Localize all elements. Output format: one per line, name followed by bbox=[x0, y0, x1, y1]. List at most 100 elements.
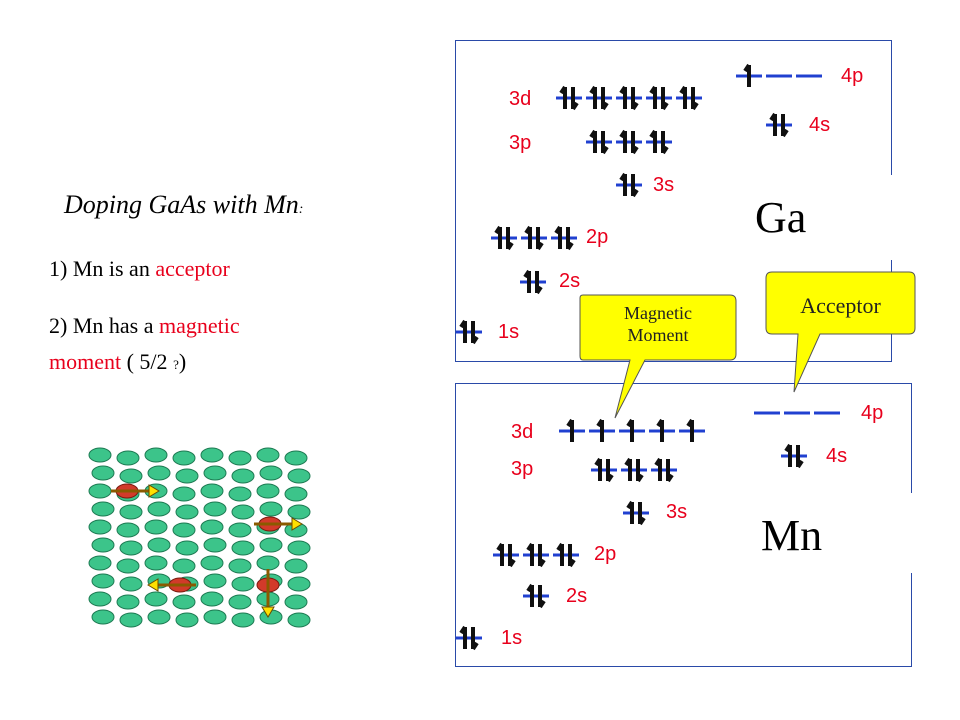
spin-down-arrow bbox=[661, 87, 669, 111]
ga-as-atom bbox=[200, 555, 224, 571]
spin-up-arrow bbox=[566, 418, 574, 442]
ga-as-atom bbox=[284, 450, 308, 466]
ga-as-atom bbox=[91, 501, 115, 517]
spin-down-arrow bbox=[661, 131, 669, 155]
spin-up-arrow bbox=[554, 225, 562, 249]
spin-down-arrow bbox=[601, 131, 609, 155]
spin-down-arrow bbox=[571, 87, 579, 111]
mn-label-area bbox=[745, 493, 915, 573]
crystal-lattice bbox=[88, 447, 311, 628]
1s-orbital-label: 1s bbox=[501, 627, 522, 649]
ga-as-atom bbox=[119, 576, 143, 592]
ga-element-label: Ga bbox=[755, 193, 807, 242]
callouts bbox=[579, 271, 916, 419]
spin-up-arrow bbox=[494, 225, 502, 249]
point-acceptor: 1) Mn is an acceptor bbox=[49, 256, 230, 281]
point-magnetic-line1: 2) Mn has a magnetic bbox=[49, 313, 240, 338]
spin-up-arrow bbox=[649, 85, 657, 109]
2p-orbital-label: 2p bbox=[586, 226, 608, 248]
spin-up-arrow bbox=[649, 129, 657, 153]
ga-as-atom bbox=[91, 573, 115, 589]
ga-as-atom bbox=[88, 519, 112, 535]
ga-as-atom bbox=[116, 450, 140, 466]
mn-element-label: Mn bbox=[761, 511, 823, 560]
spin-down-arrow bbox=[636, 459, 644, 483]
spin-down-arrow bbox=[691, 87, 699, 111]
spin-up-arrow bbox=[526, 583, 534, 607]
4p-orbital-label: 4p bbox=[841, 65, 863, 87]
magnetic-moment-callout bbox=[579, 294, 737, 419]
ga-as-atom bbox=[88, 483, 112, 499]
spin-up-arrow bbox=[686, 418, 694, 442]
1s-orbital-label: 1s bbox=[498, 321, 519, 343]
ga-as-atom bbox=[144, 591, 168, 607]
spin-up-arrow bbox=[654, 457, 662, 481]
ga-as-atom bbox=[175, 612, 199, 628]
ga-as-atom bbox=[91, 609, 115, 625]
2s-orbital-label: 2s bbox=[566, 585, 587, 607]
spin-down-arrow bbox=[631, 87, 639, 111]
spin-down-arrow bbox=[666, 459, 674, 483]
ga-as-atom bbox=[231, 612, 255, 628]
ga-as-atom bbox=[147, 501, 171, 517]
spin-arrowhead bbox=[291, 517, 303, 531]
ga-as-atom bbox=[88, 447, 112, 463]
spin-up-arrow bbox=[523, 269, 531, 293]
ga-as-atom bbox=[88, 591, 112, 607]
ga-as-atom bbox=[284, 558, 308, 574]
ga-as-atom bbox=[287, 612, 311, 628]
ga-as-atom bbox=[119, 540, 143, 556]
ga-as-atom bbox=[91, 537, 115, 553]
3p-orbital-label: 3p bbox=[509, 132, 531, 154]
ga-as-atom bbox=[203, 537, 227, 553]
ga-as-atom bbox=[172, 558, 196, 574]
ga-as-atom bbox=[147, 537, 171, 553]
spin-up-arrow bbox=[743, 63, 751, 87]
spin-down-arrow bbox=[631, 131, 639, 155]
ga-as-atom bbox=[175, 468, 199, 484]
ga-as-atom bbox=[147, 465, 171, 481]
ga-as-atom bbox=[228, 522, 252, 538]
ga-as-atom bbox=[231, 576, 255, 592]
spin-up-arrow bbox=[769, 112, 777, 136]
spin-down-arrow bbox=[536, 227, 544, 251]
ga-as-atom bbox=[172, 450, 196, 466]
ga-as-atom bbox=[203, 501, 227, 517]
spin-arrowhead bbox=[261, 606, 275, 618]
spin-up-arrow bbox=[619, 85, 627, 109]
2p-orbital-label: 2p bbox=[594, 543, 616, 565]
ga-as-atom bbox=[116, 522, 140, 538]
ga-as-atom bbox=[175, 504, 199, 520]
spin-down-arrow bbox=[506, 227, 514, 251]
spin-up-arrow bbox=[589, 129, 597, 153]
ga-as-atom bbox=[256, 447, 280, 463]
spin-up-arrow bbox=[589, 85, 597, 109]
ga-as-atom bbox=[287, 468, 311, 484]
spin-up-arrow bbox=[556, 542, 564, 566]
3d-orbital-label: 3d bbox=[509, 88, 531, 110]
2s-orbital-label: 2s bbox=[559, 270, 580, 292]
ga-as-atom bbox=[91, 465, 115, 481]
ga-as-atom bbox=[228, 450, 252, 466]
ga-as-atom bbox=[144, 555, 168, 571]
ga-as-atom bbox=[172, 486, 196, 502]
ga-as-atom bbox=[88, 555, 112, 571]
acceptor-text: Acceptor bbox=[800, 293, 881, 318]
spin-up-arrow bbox=[784, 443, 792, 467]
ga-as-atom bbox=[172, 594, 196, 610]
ga-as-atom bbox=[259, 501, 283, 517]
slide-title: Doping GaAs with Mn: bbox=[64, 190, 304, 219]
ga-as-atom bbox=[147, 609, 171, 625]
acceptor-callout bbox=[765, 271, 916, 393]
ga-as-atom bbox=[231, 468, 255, 484]
ga-as-atom bbox=[144, 519, 168, 535]
4p-orbital-label: 4p bbox=[861, 402, 883, 424]
3s-orbital-label: 3s bbox=[666, 501, 687, 523]
ga-as-atom bbox=[287, 504, 311, 520]
ga-as-atom bbox=[203, 465, 227, 481]
spin-down-arrow bbox=[535, 271, 543, 295]
spin-arrowhead bbox=[148, 484, 160, 498]
spin-up-arrow bbox=[496, 542, 504, 566]
spin-up-arrow bbox=[594, 457, 602, 481]
ga-as-atom bbox=[203, 609, 227, 625]
